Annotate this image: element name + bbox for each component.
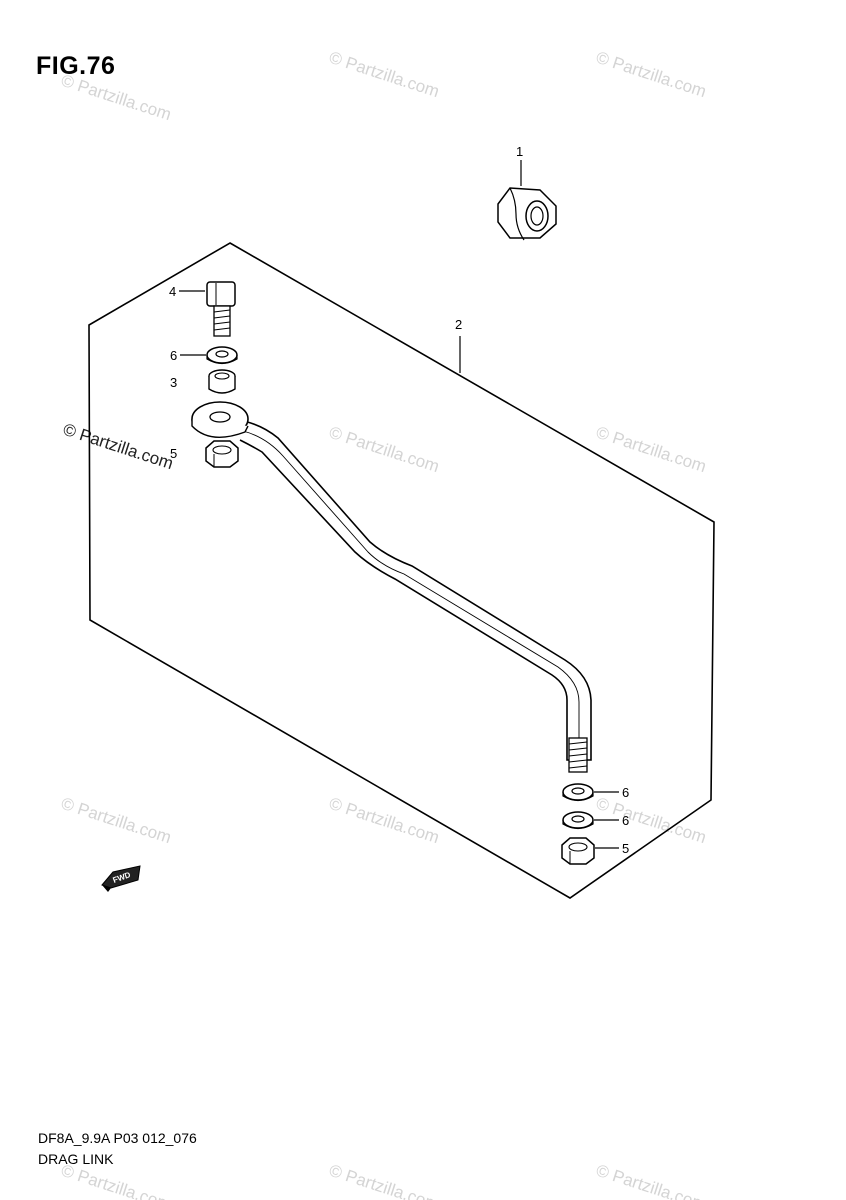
watermark: © Partzilla.com: [327, 794, 442, 847]
figure-label: FIG.76: [36, 52, 116, 80]
part-nut: [497, 187, 557, 241]
assembly-outline: [88, 242, 715, 899]
watermark: © Partzilla.com: [327, 48, 442, 101]
callout-6-right-b: 6: [622, 813, 629, 828]
part-washer: [562, 811, 594, 830]
part-bushing: [208, 369, 236, 394]
watermark: © Partzilla.com: [59, 794, 174, 847]
callout-1: 1: [516, 144, 523, 159]
watermark-layer: © Partzilla.com © Partzilla.com © Partzi…: [59, 48, 709, 1200]
watermark: © Partzilla.com: [59, 71, 174, 124]
callout-4: 4: [169, 284, 176, 299]
part-washer: [206, 346, 238, 365]
part-bolt: [206, 281, 236, 337]
callout-6-right-a: 6: [622, 785, 629, 800]
diagram-name: DRAG LINK: [38, 1151, 114, 1167]
part-lock-nut: [561, 837, 595, 865]
callout-6-left: 6: [170, 348, 177, 363]
figure-footer: DF8A_9.9A P03 012_076 DRAG LINK: [38, 1128, 197, 1170]
watermark-dark: © Partzilla.com: [61, 420, 176, 473]
part-lock-nut: [205, 440, 239, 468]
watermark: © Partzilla.com: [594, 48, 709, 101]
watermark: © Partzilla.com: [327, 423, 442, 476]
part-washer: [562, 783, 594, 802]
callout-2: 2: [455, 317, 462, 332]
watermark: © Partzilla.com: [327, 1161, 442, 1200]
callout-5-left: 5: [170, 446, 177, 461]
callout-5-right: 5: [622, 841, 629, 856]
callout-3: 3: [170, 375, 177, 390]
watermark: © Partzilla.com: [594, 423, 709, 476]
forward-arrow-icon: FWD: [101, 865, 141, 892]
part-drag-link: [191, 401, 592, 773]
watermark: © Partzilla.com: [594, 1161, 709, 1200]
diagram-code: DF8A_9.9A P03 012_076: [38, 1130, 197, 1146]
